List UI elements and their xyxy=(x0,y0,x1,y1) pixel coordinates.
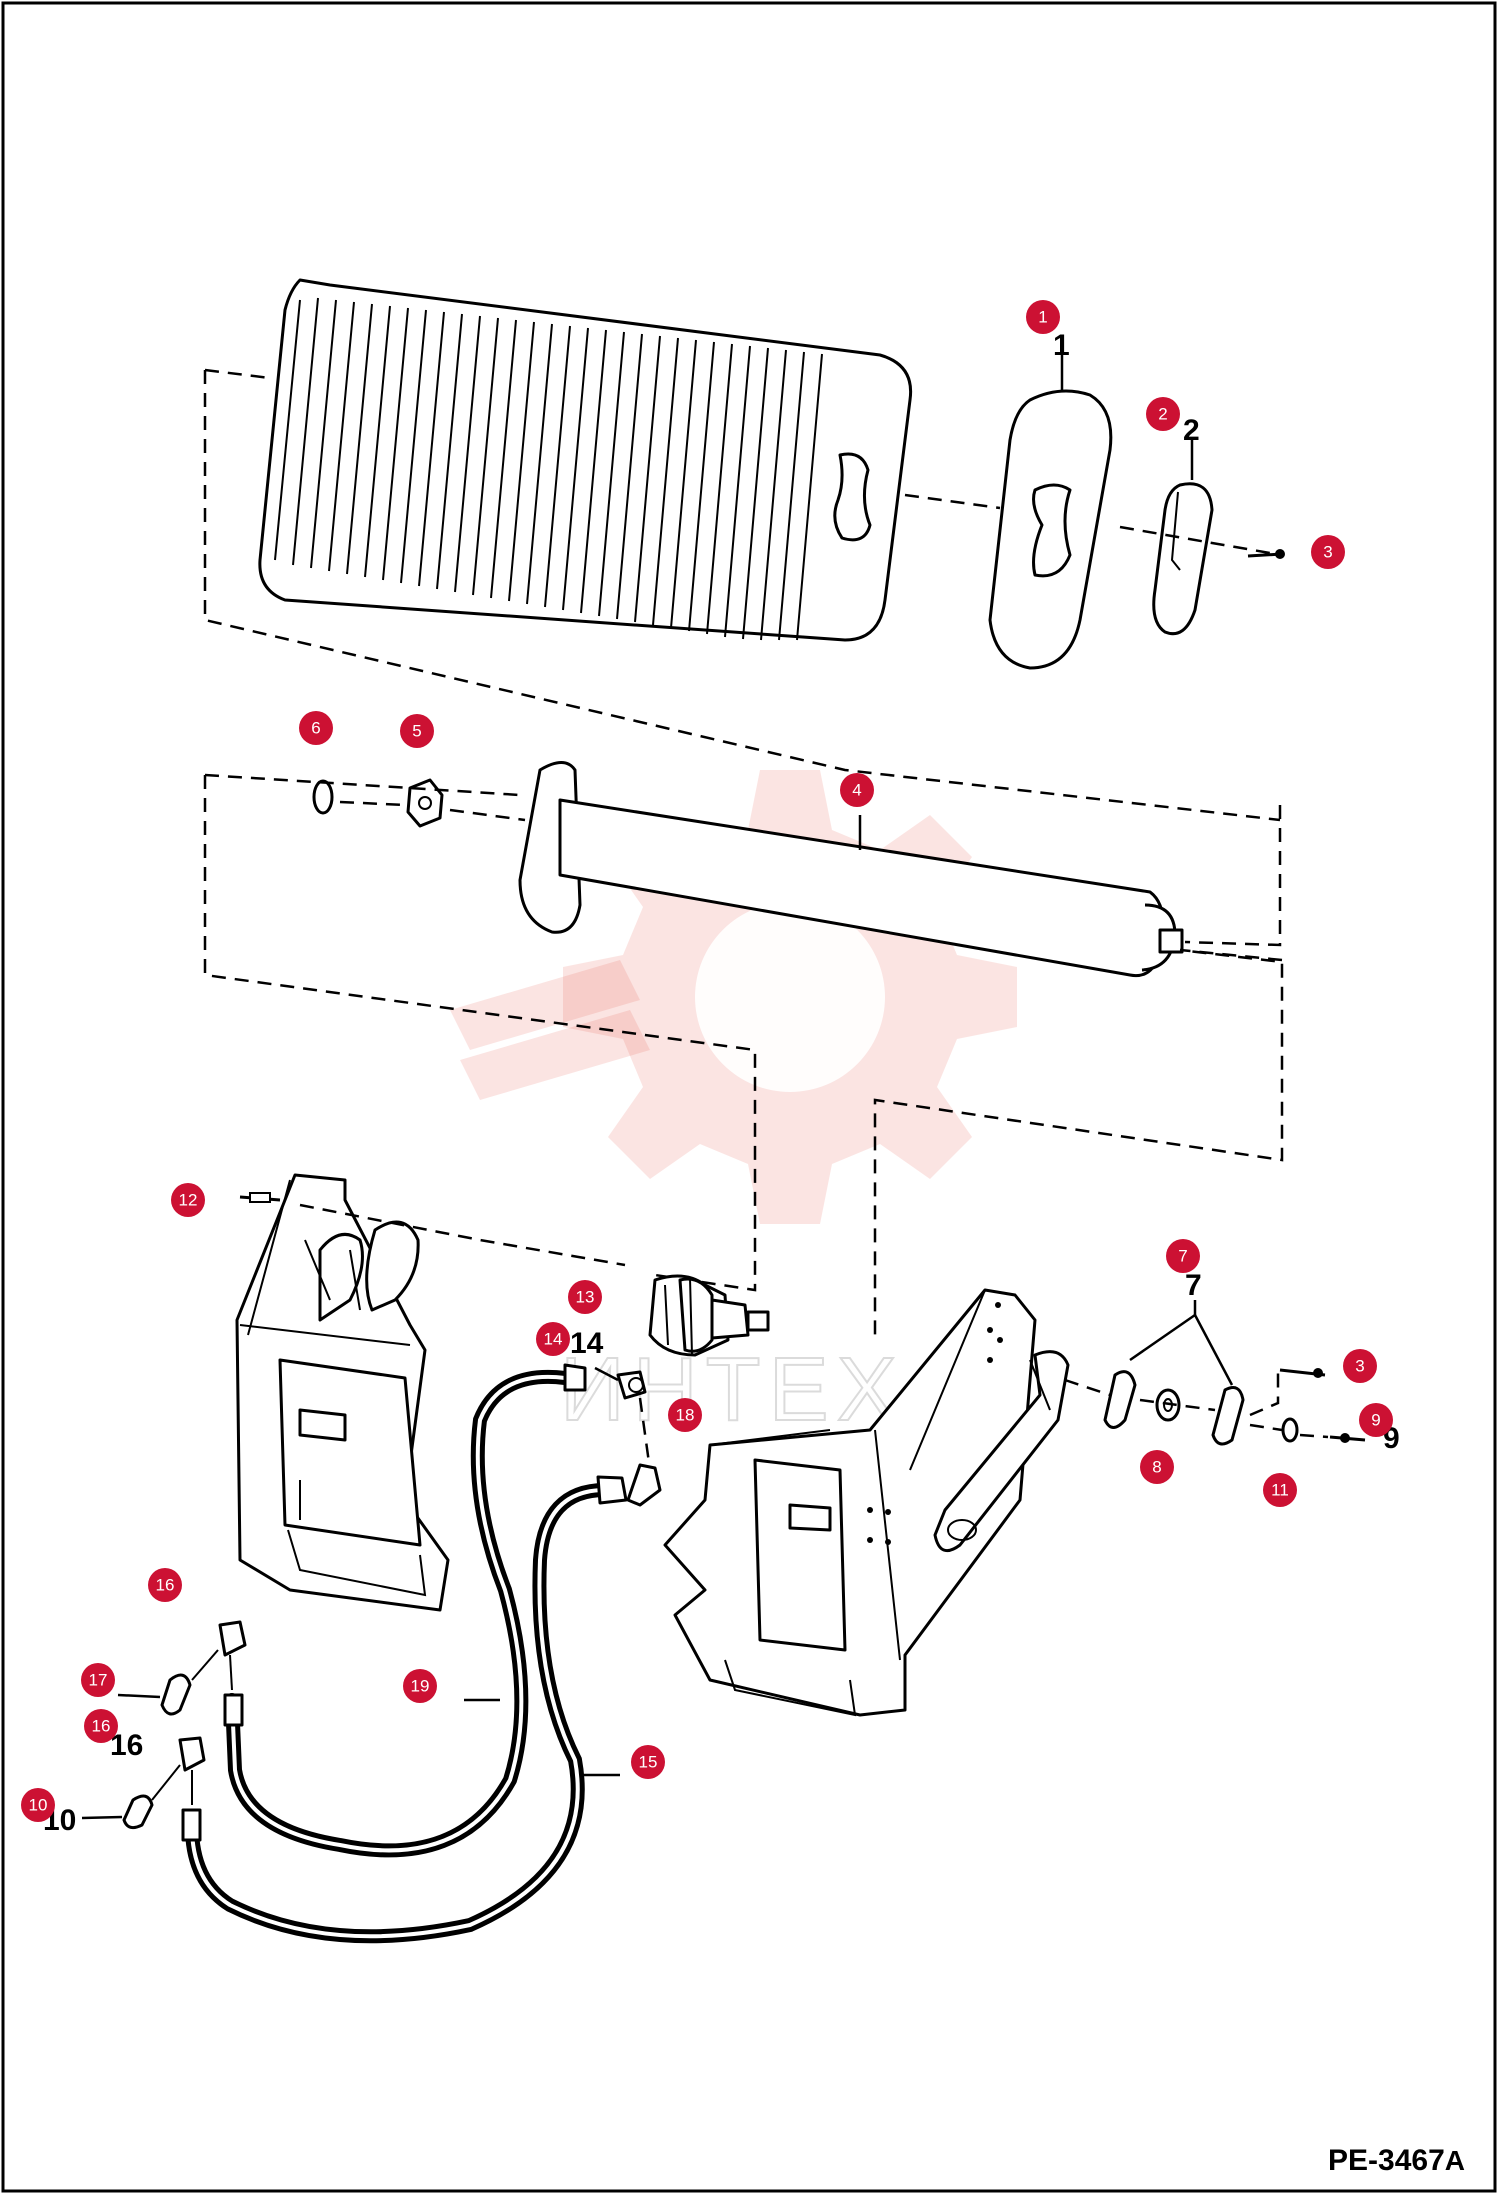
svg-text:8: 8 xyxy=(1152,1458,1161,1477)
part-3-bolt-right xyxy=(1279,1368,1326,1378)
callout-badge-1: 1 xyxy=(1026,300,1060,334)
part-10-adapter xyxy=(81,1764,181,1830)
svg-text:4: 4 xyxy=(852,781,861,800)
part-17-adapter xyxy=(117,1649,219,1716)
figure-reference-code: PE-3467A xyxy=(1328,2144,1465,2177)
drum-hidden-lines xyxy=(203,368,1281,822)
callout-badge-7: 7 xyxy=(1166,1239,1200,1273)
svg-text:9: 9 xyxy=(1371,1411,1380,1430)
item-number: 14 xyxy=(570,1327,604,1360)
callout-badge-5: 5 xyxy=(400,714,434,748)
part-2-retainer xyxy=(1152,440,1214,636)
part-11-seal xyxy=(1281,1417,1299,1443)
svg-text:11: 11 xyxy=(1271,1481,1289,1500)
part-12-bolt xyxy=(239,1192,281,1203)
svg-text:17: 17 xyxy=(89,1671,108,1690)
callout-badge-12: 12 xyxy=(171,1183,205,1217)
callout-badge-14: 14 xyxy=(536,1322,570,1356)
callout-badge-13: 13 xyxy=(568,1280,602,1314)
item-number: 1 xyxy=(1053,329,1070,362)
callout-badge-17: 17 xyxy=(81,1663,115,1697)
part-1-end-plate xyxy=(988,345,1113,670)
svg-text:15: 15 xyxy=(639,1753,658,1772)
part-16-elbow-lower xyxy=(178,1736,206,1805)
item-number: 2 xyxy=(1183,414,1200,447)
svg-text:6: 6 xyxy=(311,719,320,738)
svg-text:1: 1 xyxy=(1038,308,1047,327)
callout-badge-9: 9 xyxy=(1359,1403,1393,1437)
callout-badge-6: 6 xyxy=(299,711,333,745)
callout-badge-3: 3 xyxy=(1311,535,1345,569)
callout-badge-16-upper: 16 xyxy=(148,1568,182,1602)
hydraulic-hoses xyxy=(181,1363,662,1944)
part-4-shaft xyxy=(518,761,1184,978)
callout-badge-2: 2 xyxy=(1146,397,1180,431)
callout-badge-8: 8 xyxy=(1140,1450,1174,1484)
callout-badges: 1 2 3 4 5 6 7 3 8 9 11 12 13 14 18 16 17… xyxy=(21,300,1393,1822)
svg-text:12: 12 xyxy=(179,1191,198,1210)
svg-text:13: 13 xyxy=(576,1288,595,1307)
svg-text:19: 19 xyxy=(411,1677,430,1696)
part-3-bolt-top xyxy=(1247,549,1285,559)
svg-text:7: 7 xyxy=(1178,1247,1187,1266)
svg-text:16: 16 xyxy=(92,1717,111,1736)
svg-text:10: 10 xyxy=(29,1796,48,1815)
item-numbers: 1 2 7 9 14 16 10 xyxy=(43,329,1400,1837)
counterweight-drum xyxy=(258,278,913,642)
part-7-spacers xyxy=(1103,1300,1245,1446)
svg-text:3: 3 xyxy=(1355,1357,1364,1376)
svg-text:2: 2 xyxy=(1158,405,1167,424)
part-9-bolt xyxy=(1329,1433,1366,1443)
callout-badge-18: 18 xyxy=(668,1398,702,1432)
drum-axis-line xyxy=(904,493,1271,555)
svg-text:3: 3 xyxy=(1323,543,1332,562)
svg-text:14: 14 xyxy=(544,1330,563,1349)
callout-badge-16-lower: 16 xyxy=(84,1709,118,1743)
right-hardware-axis xyxy=(1064,1365,1329,1439)
left-mount-bolt-line xyxy=(299,1203,626,1267)
callout-badge-19: 19 xyxy=(403,1669,437,1703)
callout-badge-11: 11 xyxy=(1263,1473,1297,1507)
callout-badge-3-right: 3 xyxy=(1343,1349,1377,1383)
left-mount-frame xyxy=(235,1173,450,1612)
item-number: 7 xyxy=(1185,1269,1202,1302)
part-13-motor xyxy=(648,1274,770,1357)
callout-badge-10: 10 xyxy=(21,1788,55,1822)
svg-text:16: 16 xyxy=(156,1576,175,1595)
right-mount-frame xyxy=(663,1288,1070,1717)
part-8-washer xyxy=(1155,1388,1181,1422)
shaft-axis-left xyxy=(204,773,526,822)
part-14-18-fitting xyxy=(594,1366,652,1471)
part-16-elbow-upper xyxy=(218,1620,247,1691)
callout-badge-4: 4 xyxy=(840,773,874,807)
watermark-text: ИНТЕХ xyxy=(560,1340,905,1440)
part-6-o-ring xyxy=(312,779,334,815)
callout-badge-15: 15 xyxy=(631,1745,665,1779)
svg-text:5: 5 xyxy=(412,722,421,741)
shaft-hidden-lines-right xyxy=(873,805,1284,1335)
part-5-nut xyxy=(406,778,444,828)
svg-text:18: 18 xyxy=(676,1406,695,1425)
